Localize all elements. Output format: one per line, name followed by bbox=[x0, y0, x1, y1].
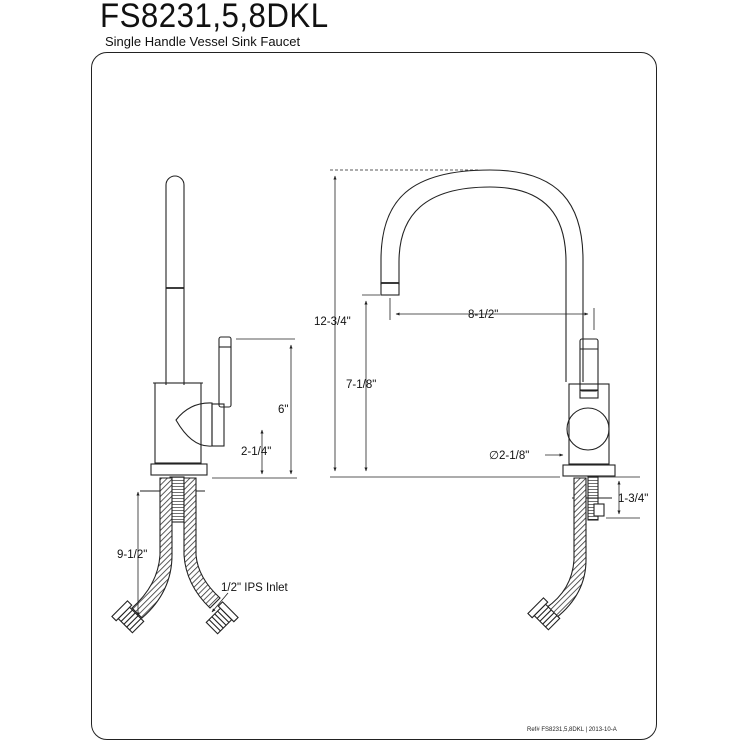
side-handle-lever bbox=[218, 336, 232, 408]
inlet-label: 1/2" IPS Inlet bbox=[221, 582, 289, 594]
side-view bbox=[111, 175, 297, 635]
drawing-frame bbox=[91, 52, 657, 740]
model-number: FS8231,5,8DKL bbox=[100, 0, 329, 35]
front-dim-reach: 8-1/2" bbox=[468, 309, 498, 321]
front-spout-inner bbox=[398, 186, 567, 382]
drawing-reference: Ref# FS8231,5,8DKL | 2013-10-A bbox=[527, 727, 617, 733]
front-body bbox=[568, 383, 610, 465]
front-spout-outer bbox=[380, 169, 584, 382]
side-spout bbox=[165, 175, 185, 385]
side-handle-joint bbox=[175, 402, 213, 447]
side-hose-left bbox=[131, 477, 173, 619]
front-dim-clearance: 7-1/8" bbox=[346, 379, 376, 391]
left-fitting bbox=[111, 600, 145, 634]
side-dim-handle: 2-1/4" bbox=[241, 446, 271, 458]
front-dim-overall: 12-3/4" bbox=[314, 316, 351, 328]
front-base bbox=[562, 464, 616, 477]
front-dim-deck: 1-3/4" bbox=[618, 493, 648, 505]
front-fitting bbox=[527, 597, 561, 631]
right-fitting bbox=[205, 601, 239, 635]
side-dim-hose: 9-1/2" bbox=[117, 549, 147, 561]
front-view bbox=[330, 169, 640, 631]
front-dim-hole: ∅2-1/8" bbox=[489, 450, 529, 462]
side-hose-right bbox=[183, 477, 221, 609]
front-hose bbox=[545, 477, 587, 619]
front-handle-lever bbox=[579, 338, 599, 392]
front-cartridge bbox=[566, 407, 610, 451]
side-base bbox=[150, 463, 208, 476]
side-dim-height: 6" bbox=[278, 404, 288, 416]
product-description: Single Handle Vessel Sink Faucet bbox=[105, 34, 301, 49]
